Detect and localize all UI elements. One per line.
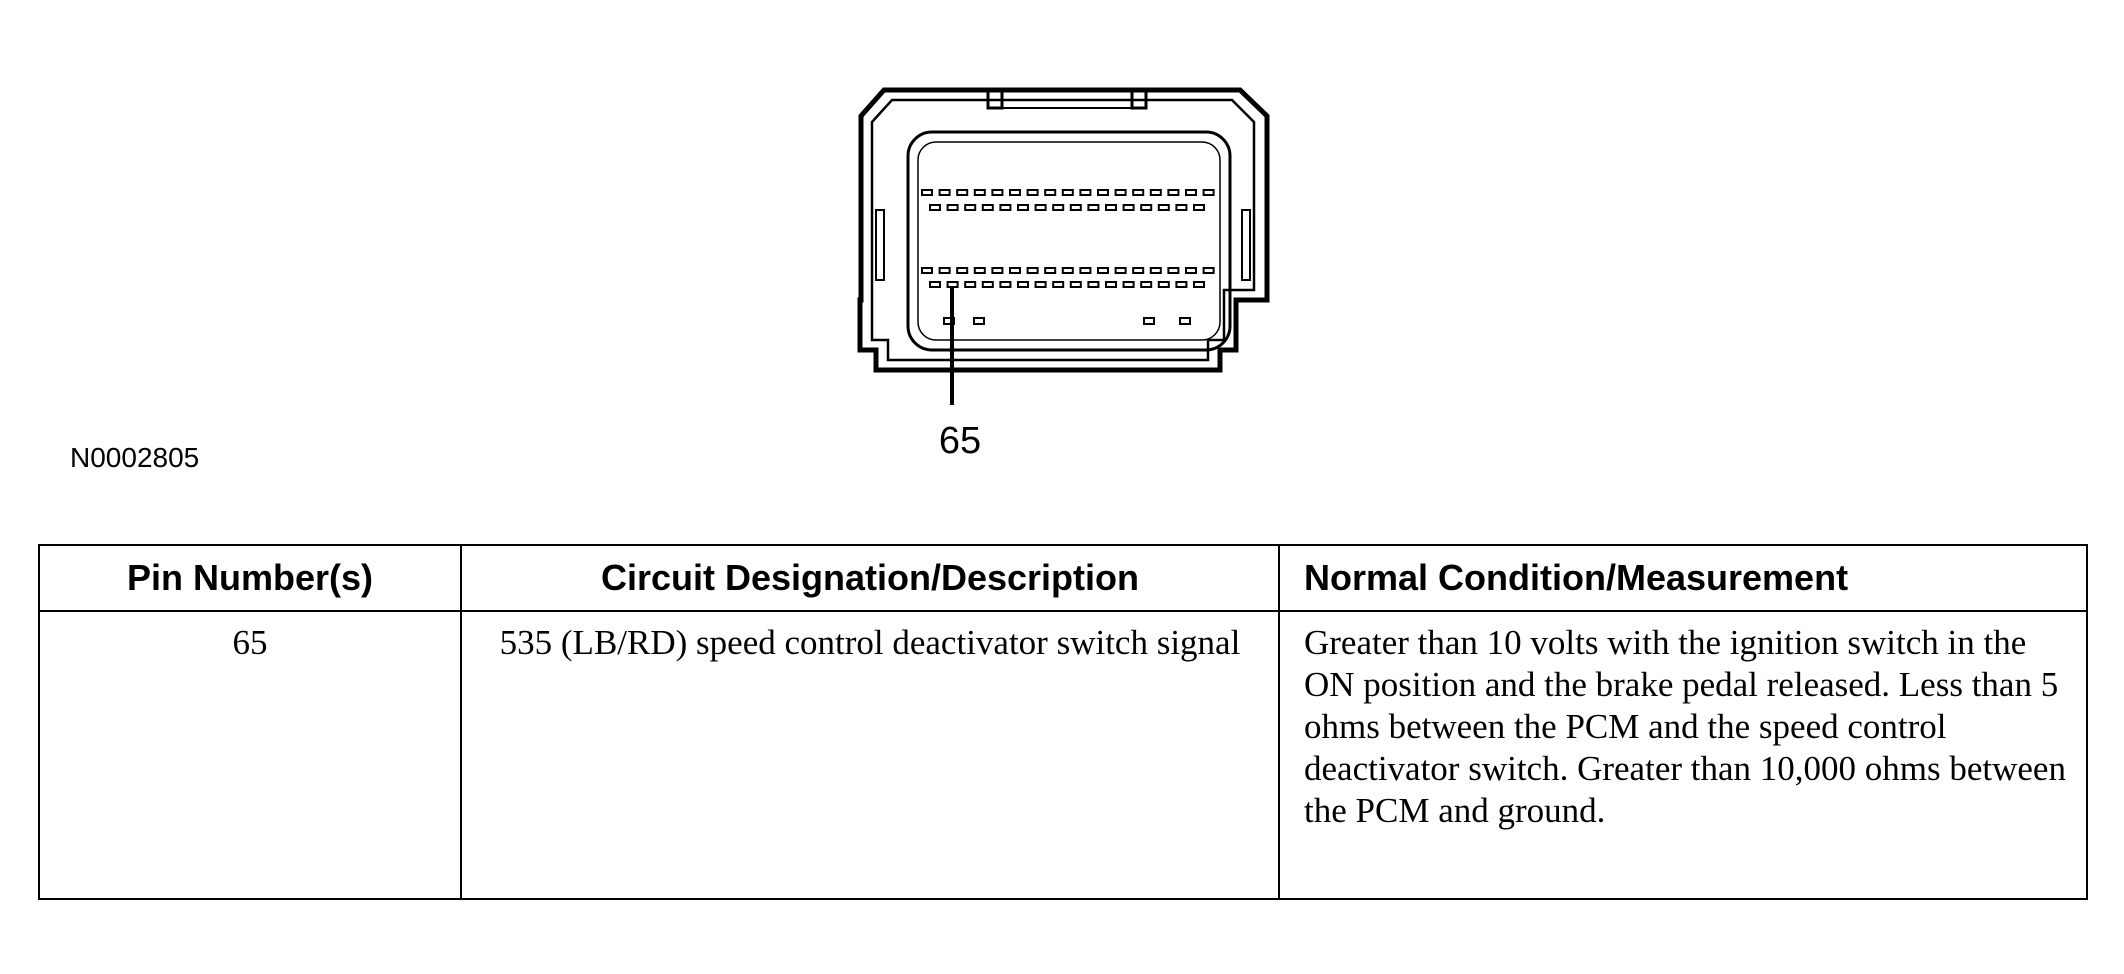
terminal-cavity — [1097, 267, 1109, 274]
terminal-cavity — [956, 267, 969, 274]
terminal-cavity — [1087, 281, 1100, 288]
terminal-cavity — [1175, 204, 1188, 211]
terminal-cavity — [1167, 189, 1180, 196]
terminal-cavity — [991, 189, 1004, 196]
terminal-cavity — [1193, 204, 1205, 211]
terminal-cavity — [1202, 189, 1215, 196]
terminal-cavity — [1179, 317, 1191, 325]
terminal-cavity — [1185, 267, 1197, 274]
terminal-cavity — [1193, 281, 1205, 288]
header-condition: Normal Condition/Measurement — [1278, 544, 2088, 612]
terminal-cavity — [1069, 204, 1082, 211]
terminal-cavity — [999, 204, 1012, 211]
terminal-cavity — [1061, 267, 1074, 274]
terminal-cavity — [946, 281, 959, 288]
figure-id: N0002805 — [70, 442, 200, 473]
connector-outer-shell — [857, 87, 1270, 373]
terminal-cavity — [1185, 189, 1197, 196]
terminal-cavity — [1026, 189, 1039, 196]
terminal-cavity — [1114, 189, 1127, 196]
terminal-cavity — [1079, 267, 1092, 274]
terminal-cavity — [1167, 267, 1180, 274]
cell-condition: Greater than 10 volts with the ignition … — [1278, 610, 2088, 900]
terminal-cavity — [1017, 204, 1029, 211]
terminal-cavity — [1097, 189, 1109, 196]
terminal-cavity — [964, 204, 977, 211]
terminal-cavity — [1157, 281, 1170, 288]
terminal-cavity — [1143, 317, 1155, 325]
terminal-cavity — [921, 267, 933, 274]
terminal-cavity — [921, 189, 933, 196]
terminal-cavity — [938, 189, 951, 196]
latch-tab-right — [1130, 90, 1148, 110]
terminal-cavity — [929, 204, 941, 211]
table-row: 65 535 (LB/RD) speed control deactivator… — [38, 610, 2088, 900]
terminal-cavity — [1069, 281, 1082, 288]
terminal-cavity — [973, 189, 986, 196]
terminal-cavity — [946, 204, 959, 211]
terminal-cavity — [1132, 267, 1145, 274]
terminal-cavity — [1052, 281, 1065, 288]
terminal-cavity — [1044, 267, 1057, 274]
pin-table: Pin Number(s) Circuit Designation/Descri… — [38, 544, 2088, 900]
terminal-cavity — [1175, 281, 1188, 288]
terminal-cavity — [1122, 281, 1135, 288]
terminal-cavity — [1202, 267, 1215, 274]
terminal-cavity — [981, 204, 994, 211]
terminal-cavity — [938, 267, 951, 274]
terminal-cavity — [1061, 189, 1074, 196]
terminal-cavity — [1034, 281, 1047, 288]
terminal-cavity — [1105, 281, 1117, 288]
terminal-cavity — [981, 281, 994, 288]
terminal-cavity — [1149, 267, 1162, 274]
terminal-cavity — [956, 189, 969, 196]
terminal-cavity — [1140, 281, 1153, 288]
terminal-cavity — [964, 281, 977, 288]
header-pin-number: Pin Number(s) — [38, 544, 462, 612]
terminal-cavity — [1044, 189, 1057, 196]
terminal-cavity — [973, 267, 986, 274]
terminal-cavity — [1114, 267, 1127, 274]
terminal-cavity — [1140, 204, 1153, 211]
connector-inner-shell — [870, 98, 1256, 362]
terminal-cavity — [1026, 267, 1039, 274]
header-circuit: Circuit Designation/Description — [460, 544, 1280, 612]
table-header-row: Pin Number(s) Circuit Designation/Descri… — [38, 544, 2088, 612]
terminal-cavity — [1017, 281, 1029, 288]
terminal-cavity — [1149, 189, 1162, 196]
terminal-cavity — [1052, 204, 1065, 211]
terminal-cavity — [1157, 204, 1170, 211]
terminal-cavity — [1034, 204, 1047, 211]
terminal-cavity — [1079, 189, 1092, 196]
terminal-cavity — [1087, 204, 1100, 211]
terminal-cavity — [973, 317, 985, 325]
latch-tab-left — [986, 90, 1004, 110]
terminal-cavity — [1009, 267, 1021, 274]
terminal-cavity — [1122, 204, 1135, 211]
terminal-cavity — [1009, 189, 1021, 196]
terminal-face — [906, 130, 1232, 352]
terminal-cavity — [1105, 204, 1117, 211]
pin-array — [921, 189, 1215, 325]
terminal-cavity — [999, 281, 1012, 288]
terminal-cavity — [991, 267, 1004, 274]
cell-circuit: 535 (LB/RD) speed control deactivator sw… — [460, 610, 1280, 900]
pin-callout-label: 65 — [938, 420, 982, 462]
cell-pin-number: 65 — [38, 610, 462, 900]
terminal-cavity — [929, 281, 941, 288]
terminal-cavity — [1132, 189, 1145, 196]
